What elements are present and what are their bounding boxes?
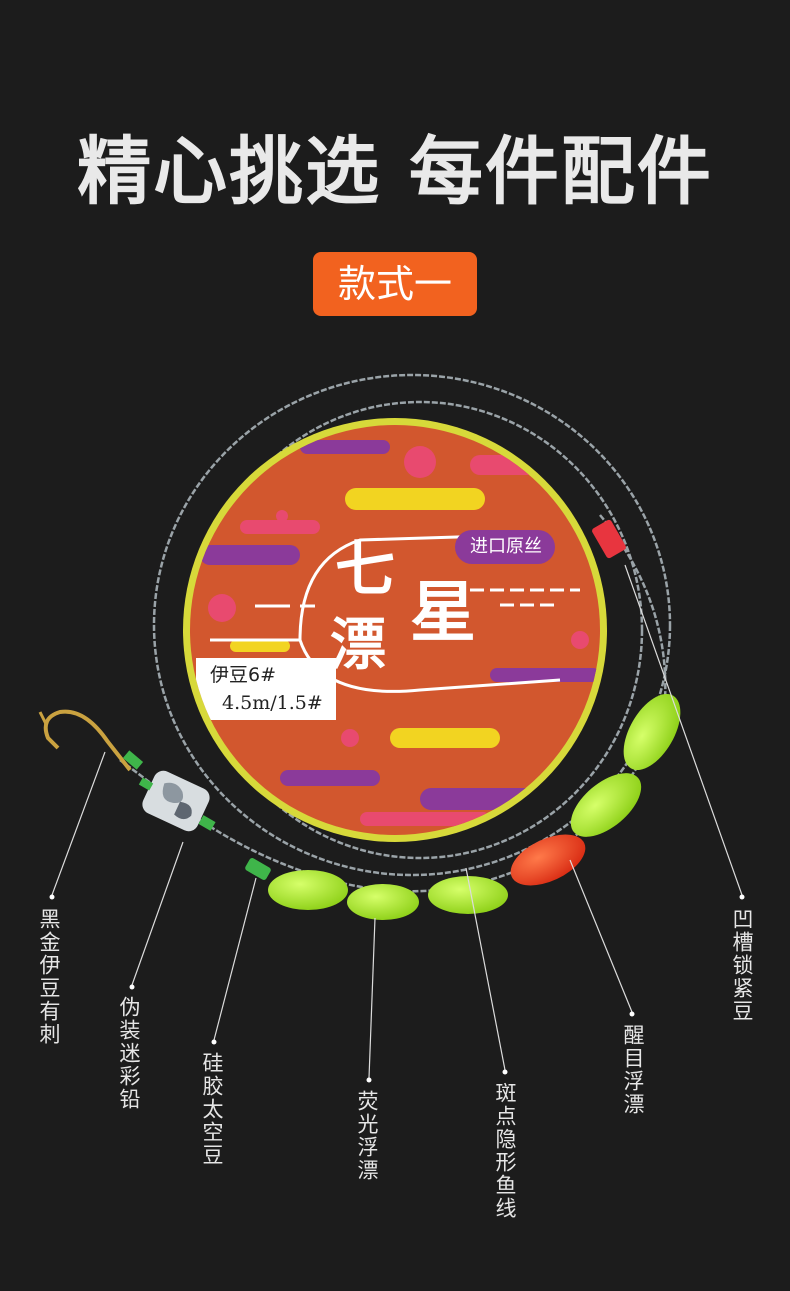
callout-bright-float: 醒目浮漂 (621, 1024, 645, 1116)
callout-line: 斑点隐形鱼线 (493, 1082, 517, 1220)
callout-hook: 黑金伊豆有刺 (37, 908, 61, 1046)
callout-lines (51, 564, 743, 1079)
headline: 精心挑选 每件配件 (77, 129, 713, 215)
spool-spec-1: 伊豆6# (210, 664, 277, 686)
silicone-bead-icon (245, 858, 271, 880)
hook-icon (38, 709, 144, 772)
sinker-icon (138, 770, 216, 832)
lock-bean-icon (592, 519, 626, 559)
callout-glow-float: 荧光浮漂 (355, 1090, 379, 1182)
style-badge: 款式一 (313, 252, 477, 316)
spool-brand-3: 漂 (330, 613, 386, 678)
float-icon (268, 694, 681, 920)
spool-icon (183, 418, 607, 842)
callout-sinker: 伪装迷彩铅 (117, 996, 141, 1111)
spool-tag: 进口原丝 (470, 536, 542, 557)
callout-lock-bean: 凹槽锁紧豆 (730, 908, 754, 1023)
callout-silicone: 硅胶太空豆 (200, 1052, 224, 1167)
spool-brand-1: 七 (335, 535, 395, 605)
spool-spec-2: 4.5m/1.5# (222, 692, 323, 714)
spool-brand-2: 星 (410, 574, 476, 651)
